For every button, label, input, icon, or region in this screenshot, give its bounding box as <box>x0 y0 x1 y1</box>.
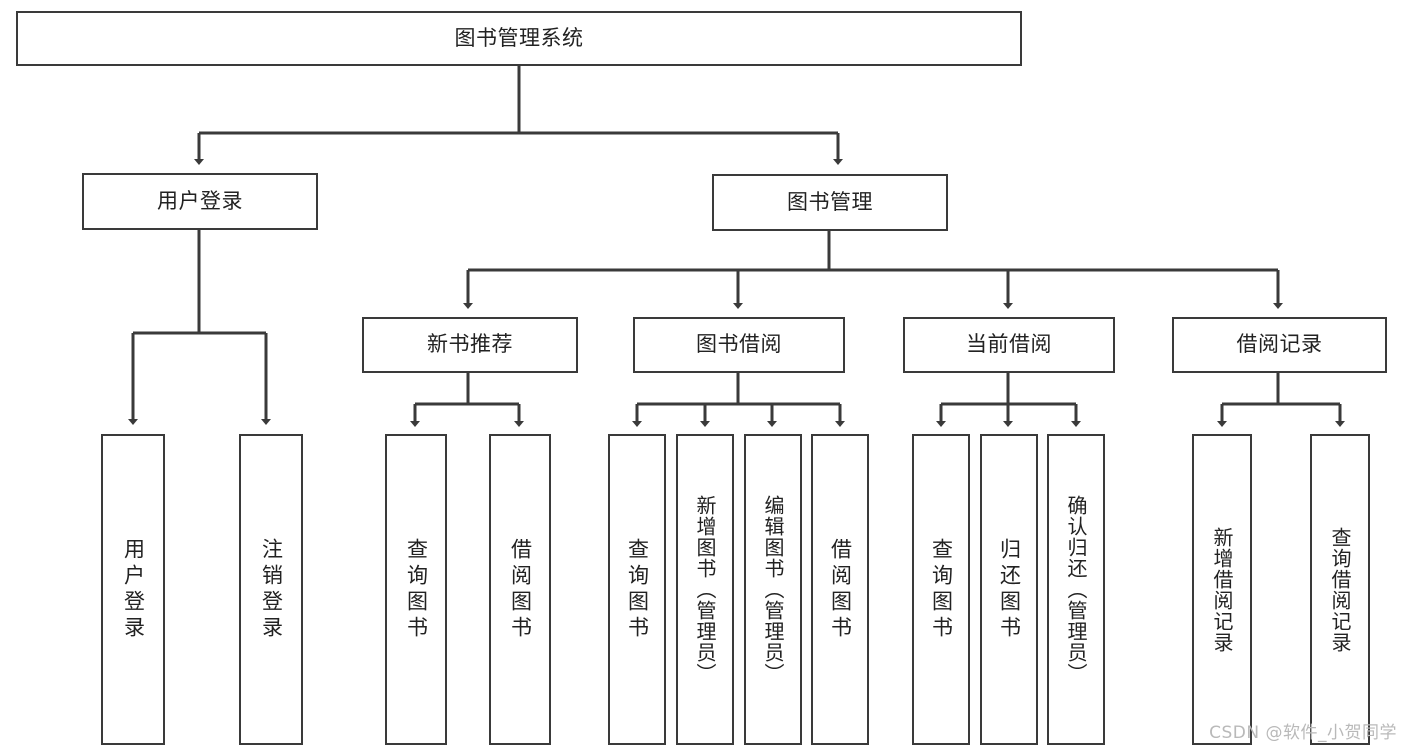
leaf-borrow-record-query[interactable]: 查询借阅记录 <box>1310 434 1370 745</box>
leaf-book-borrow-add[interactable]: 新增图书（管理员） <box>676 434 734 745</box>
node-book-management[interactable]: 图书管理 <box>712 174 948 231</box>
node-borrow-record-label: 借阅记录 <box>1236 332 1323 357</box>
leaf-borrow-record-add[interactable]: 新增借阅记录 <box>1192 434 1252 745</box>
leaf-user-login-signin[interactable]: 用户登录 <box>101 434 165 745</box>
leaf-label: 借阅图书 <box>508 537 533 642</box>
leaf-label: 编辑图书（管理员） <box>761 495 785 684</box>
leaf-current-borrow-query[interactable]: 查询图书 <box>912 434 970 745</box>
leaf-book-borrow-edit[interactable]: 编辑图书（管理员） <box>744 434 802 745</box>
node-user-login-label: 用户登录 <box>157 188 243 213</box>
node-new-book-recommend-label: 新书推荐 <box>427 332 513 357</box>
node-root-label: 图书管理系统 <box>454 25 584 50</box>
leaf-label: 注销登录 <box>259 537 284 642</box>
leaf-label: 新增借阅记录 <box>1210 526 1234 653</box>
node-current-borrow[interactable]: 当前借阅 <box>903 317 1115 373</box>
leaf-current-borrow-confirm[interactable]: 确认归还（管理员） <box>1047 434 1105 745</box>
leaf-label: 用户登录 <box>121 537 146 642</box>
leaf-current-borrow-return[interactable]: 归还图书 <box>980 434 1038 745</box>
node-root[interactable]: 图书管理系统 <box>16 11 1022 66</box>
leaf-label: 新增图书（管理员） <box>693 495 717 684</box>
node-new-book-recommend[interactable]: 新书推荐 <box>362 317 578 373</box>
node-book-management-label: 图书管理 <box>787 189 873 214</box>
leaf-book-borrow-query[interactable]: 查询图书 <box>608 434 666 745</box>
leaf-label: 查询图书 <box>929 537 954 642</box>
watermark: CSDN @软件_小贺同学 <box>1209 723 1397 743</box>
leaf-label: 查询图书 <box>404 537 429 642</box>
leaf-label: 查询图书 <box>625 537 650 642</box>
node-current-borrow-label: 当前借阅 <box>966 332 1052 357</box>
leaf-user-login-signout[interactable]: 注销登录 <box>239 434 303 745</box>
node-borrow-record[interactable]: 借阅记录 <box>1172 317 1387 373</box>
leaf-new-book-query[interactable]: 查询图书 <box>385 434 447 745</box>
leaf-label: 确认归还（管理员） <box>1064 495 1088 684</box>
node-book-borrow[interactable]: 图书借阅 <box>633 317 845 373</box>
leaf-label: 查询借阅记录 <box>1328 526 1352 653</box>
leaf-new-book-borrow[interactable]: 借阅图书 <box>489 434 551 745</box>
leaf-book-borrow-borrow[interactable]: 借阅图书 <box>811 434 869 745</box>
leaf-label: 归还图书 <box>997 537 1022 642</box>
node-book-borrow-label: 图书借阅 <box>696 332 782 357</box>
leaf-label: 借阅图书 <box>828 537 853 642</box>
node-user-login[interactable]: 用户登录 <box>82 173 318 230</box>
